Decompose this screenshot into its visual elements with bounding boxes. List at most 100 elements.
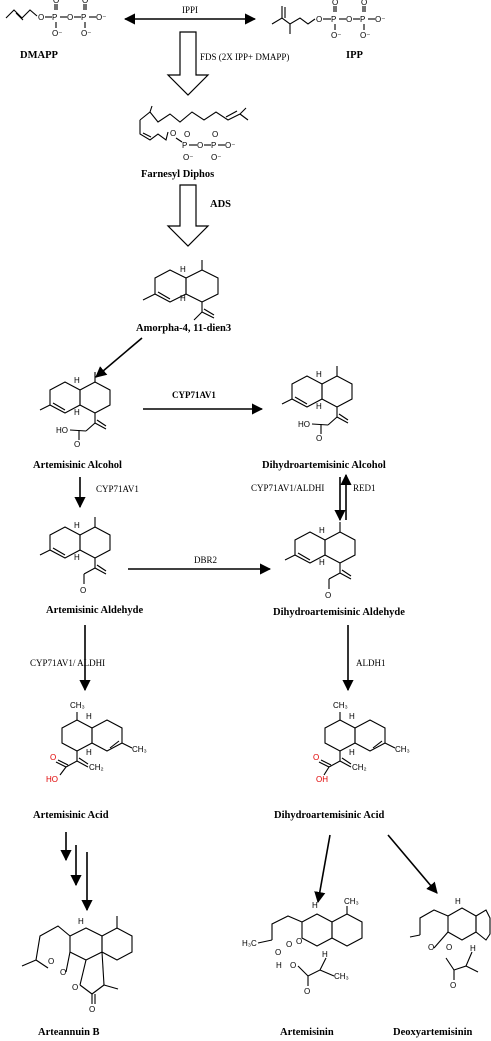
atom-o: O [450,981,456,990]
atom-p: P [52,13,57,22]
atom-o: O [346,15,352,24]
artemisinic-aldehyde-structure: O H H [39,517,111,595]
atom-ch3: CH₃ [334,972,349,981]
dihydroartemisinic-acid-structure: CH₃ CH₃ CH₂ O OH H H [313,701,410,784]
enzyme-ippi: IPPI [182,5,198,15]
atom-ch3: CH₃ [395,745,410,754]
label-dihydroartemisinic-acid: Dihydroartemisinic Acid [274,810,385,821]
enzyme-ads: ADS [210,199,231,210]
enzyme-cyp71av1-top: CYP71AV1 [172,390,216,400]
atom-o-red: O [313,753,319,762]
atom-o: O [446,943,452,952]
atom-h: H [319,526,325,535]
hollow-arrow-ads [166,184,210,247]
label-artemisinic-alcohol: Artemisinic Alcohol [33,460,122,471]
dihydroartemisinic-aldehyde-structure: O H H [284,522,356,600]
hollow-arrow-fds [166,31,210,96]
atom-p: P [81,13,86,22]
atom-o: O [48,957,54,966]
atom-o: O [290,961,296,970]
atom-o: O [184,130,190,139]
atom-o: O [82,0,88,5]
label-artemisinic-acid: Artemisinic Acid [33,810,109,821]
atom-h: H [322,950,328,959]
label-dihydroartemisinic-aldehyde: Dihydroartemisinic Aldehyde [273,607,405,618]
atom-h: H [180,294,186,303]
atom-p: P [182,141,187,150]
atom-o-minus: O⁻ [183,153,193,162]
enzyme-dbr2: DBR2 [194,555,217,565]
enzyme-red1: RED1 [353,483,376,493]
atom-h: H [86,748,92,757]
label-amorphadiene: Amorpha-4, 11-dien3 [136,323,231,334]
atom-p: P [360,15,365,24]
atom-o-minus: O⁻ [211,153,221,162]
atom-o: O [428,943,434,952]
atom-oh-red: HO [46,775,58,784]
atom-o: O [170,129,176,138]
atom-ch2: CH₂ [89,763,104,772]
atom-ch3: CH₃ [70,701,85,710]
artemisinic-acid-structure: CH₃ CH₃ CH₂ O HO H H [46,701,147,784]
atom-h: H [470,944,476,953]
atom-h: H [78,917,84,926]
atom-o-minus: O⁻ [360,31,370,40]
enzyme-cyp71av1-left: CYP71AV1 [96,484,139,494]
atom-o: O [212,130,218,139]
atom-ho: HO [298,420,310,429]
label-ipp: IPP [346,50,364,61]
arrow-dihydroacid-to-deoxyartemisinin [387,834,438,894]
atom-o: O [361,0,367,7]
atom-o: O [53,0,59,5]
atom-o: O [38,13,44,22]
enzyme-cyp71av1-aldhi-left: CYP71AV1/ ALDHI [30,658,105,668]
label-dmapp: DMAPP [20,50,58,61]
atom-h: H [319,558,325,567]
atom-h: H [276,961,282,970]
atom-o: O [304,987,310,996]
ipp-structure: O P O O⁻ O P O O⁻ O⁻ [271,0,385,40]
arrow-dihydroacid-to-artemisinin [314,834,331,904]
enzyme-fds: FDS (2X IPP+ DMAPP) [200,52,289,62]
atom-h3c: H₃C [242,939,257,948]
atom-o: O [332,0,338,7]
atom-o: O [325,591,331,600]
atom-o: O [296,937,302,946]
atom-p: P [331,15,336,24]
atom-o: O [316,15,322,24]
label-artemisinin: Artemisinin [280,1027,334,1038]
artemisinic-alcohol-structure: HO O H H [39,372,111,449]
atom-o-minus: O⁻ [331,31,341,40]
atom-o: O [197,141,203,150]
atom-o-minus: O⁻ [96,13,106,22]
atom-p: P [211,141,216,150]
label-farnesyl-diphos: Farnesyl Diphos [141,169,214,180]
atom-h: H [349,748,355,757]
enzyme-cyp71av1-aldhi: CYP71AV1/ALDHI [251,483,324,493]
atom-o: O [74,440,80,449]
farnesyl-diphosphate-structure: O P O O⁻ O P O O⁻ O⁻ [139,105,249,162]
arteannuin-b-structure: O O O O H [21,916,133,1014]
artemisinin-structure: H₃C O O O CH₃ H H H O O CH₃ [242,897,363,996]
atom-o: O [60,968,66,977]
atom-h: H [86,712,92,721]
atom-ho: HO [56,426,68,435]
atom-h: H [349,712,355,721]
atom-o: O [286,940,292,949]
atom-o-red: O [50,753,56,762]
atom-h: H [180,265,186,274]
atom-oh-red: OH [316,775,328,784]
atom-ch3: CH₃ [132,745,147,754]
enzyme-aldh1: ALDH1 [356,658,386,668]
atom-h: H [316,402,322,411]
atom-ch3: CH₃ [333,701,348,710]
atom-h: H [455,897,461,906]
atom-o: O [72,983,78,992]
atom-o: O [275,948,281,957]
atom-o-minus: O⁻ [81,29,91,38]
atom-o-minus: O⁻ [375,15,385,24]
dihydroartemisinic-alcohol-structure: HO O H H [281,366,353,443]
arrow-amorphadiene-to-alcohol [95,337,143,378]
dmapp-structure: O P O O⁻ O P O O⁻ O⁻ [5,0,106,38]
atom-o: O [89,1005,95,1014]
